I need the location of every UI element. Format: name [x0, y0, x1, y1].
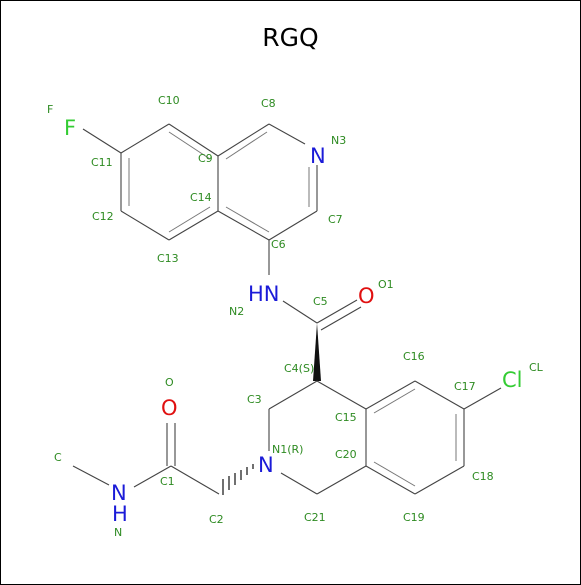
label-C12: C12: [92, 210, 114, 223]
atom-labels: F C10 C8 N3 C11 C9 C14 C12 C7 C6 C13 N2 …: [47, 94, 544, 539]
label-C10: C10: [158, 94, 180, 107]
label-C13: C13: [157, 252, 179, 265]
chiral-nitrogen-symbol: N: [258, 453, 274, 477]
label-C19: C19: [403, 511, 425, 524]
label-C5: C5: [313, 295, 328, 308]
label-C15: C15: [335, 411, 357, 424]
methylamide-nh: N H: [111, 481, 128, 526]
label-C11: C11: [91, 156, 113, 169]
label-C20: C20: [335, 448, 357, 461]
label-C18: C18: [472, 470, 494, 483]
label-C17: C17: [454, 380, 476, 393]
label-N: N: [114, 526, 122, 539]
element-symbols: F N HN O Cl N O N H: [64, 116, 523, 526]
label-C4S: C4(S): [284, 362, 314, 375]
label-O: O: [165, 376, 174, 389]
acetyl-oxygen-symbol: O: [161, 396, 178, 420]
label-C1: C1: [160, 475, 175, 488]
amide-nh-symbol: HN: [248, 282, 280, 306]
methylamide-h-symbol: H: [112, 502, 128, 526]
chlorine-symbol: Cl: [502, 368, 523, 392]
label-C9: C9: [198, 152, 213, 165]
label-C: C: [54, 451, 62, 464]
label-N3: N3: [331, 134, 346, 147]
label-CL: CL: [529, 361, 544, 374]
molecule-title: RGQ: [262, 23, 319, 52]
label-C8: C8: [261, 97, 276, 110]
label-C14: C14: [190, 191, 212, 204]
label-C3: C3: [247, 393, 262, 406]
methylamide-n-symbol: N: [111, 481, 127, 505]
label-N2: N2: [229, 305, 244, 318]
amide-oxygen-symbol: O: [358, 284, 375, 308]
fluorine-symbol: F: [64, 116, 76, 140]
label-N1R: N1(R): [272, 443, 303, 456]
bonds: [72, 123, 502, 495]
label-C2: C2: [209, 513, 224, 526]
label-C7: C7: [328, 213, 343, 226]
ring-nitrogen-symbol: N: [310, 144, 326, 168]
label-C16: C16: [403, 350, 425, 363]
label-C21: C21: [304, 511, 326, 524]
label-F: F: [47, 103, 53, 116]
label-C6: C6: [271, 238, 286, 251]
label-O1: O1: [378, 278, 394, 291]
